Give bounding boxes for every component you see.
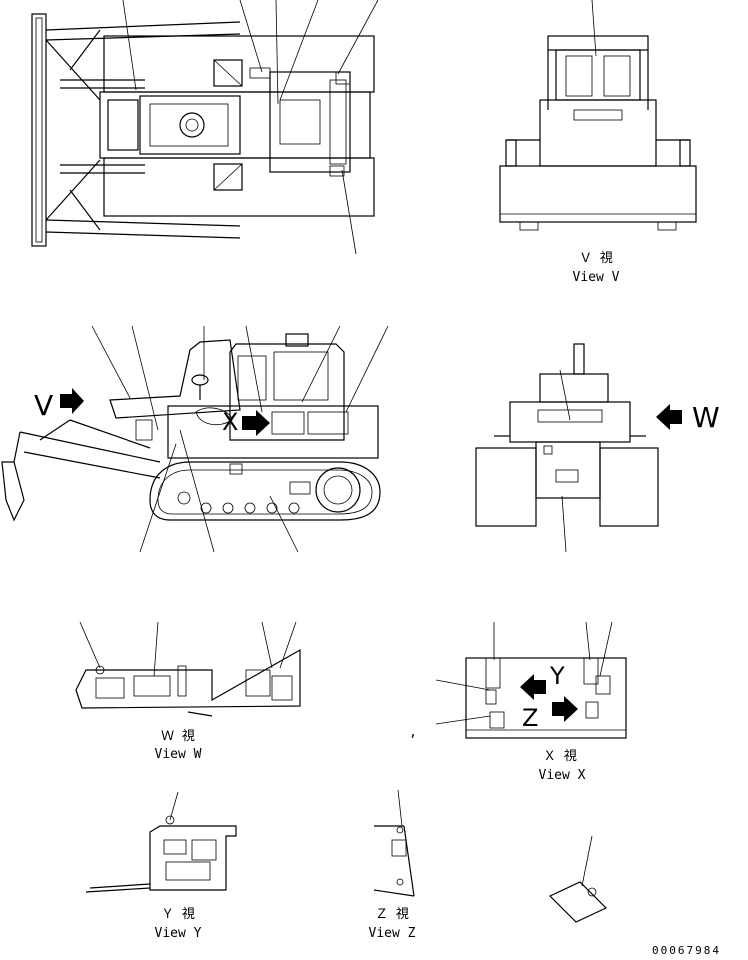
side-view-dozer — [1, 325, 389, 553]
view-marker-v: V — [34, 389, 54, 422]
view-marker-y: Y — [550, 662, 565, 690]
plate-detail — [548, 835, 608, 923]
front-view-v — [499, 0, 697, 231]
caption-view-w-en: View W — [154, 747, 202, 762]
view-marker-z: Z — [522, 704, 539, 732]
top-view-dozer — [31, 0, 379, 255]
caption-view-w-jp: Ｗ 視 — [161, 729, 195, 744]
stray-mark: , — [409, 725, 417, 740]
view-w-detail — [75, 621, 301, 717]
caption-view-y-jp: Ｙ 視 — [161, 907, 195, 922]
view-x-detail — [435, 621, 627, 739]
view-marker-w: W — [692, 401, 720, 434]
view-z-detail — [373, 789, 415, 897]
caption-view-v-jp: Ｖ 視 — [579, 251, 613, 266]
view-arrows — [60, 388, 682, 722]
caption-view-z-en: View Z — [368, 926, 416, 941]
document-number: 00067984 — [652, 944, 721, 957]
view-marker-x: X — [222, 408, 239, 436]
view-y-detail — [85, 791, 237, 893]
caption-view-v-en: View V — [572, 270, 620, 285]
caption-view-z-jp: Ｚ 視 — [375, 907, 409, 922]
caption-view-y-en: View Y — [154, 926, 202, 941]
caption-view-x-jp: Ｘ 視 — [543, 749, 577, 764]
caption-view-x-en: View X — [538, 768, 586, 783]
rear-view — [475, 343, 659, 553]
